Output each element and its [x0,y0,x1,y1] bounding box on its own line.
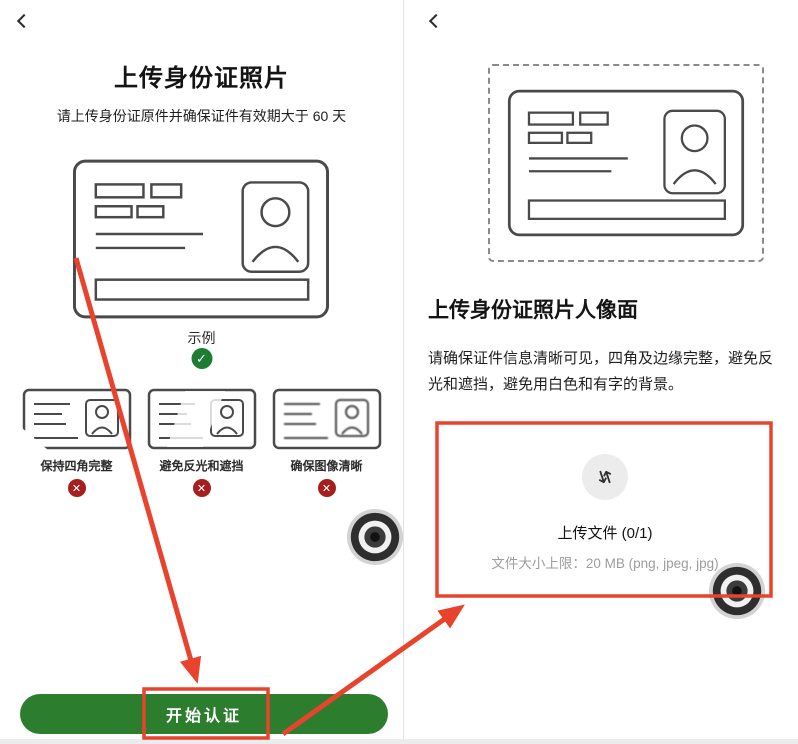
tip-label: 保持四角完整 [40,459,113,473]
error-icon: ✕ [192,479,211,497]
tip-keep-corners: 保持四角完整 ✕ [21,388,133,497]
bottom-edge-strip [0,739,798,744]
page-title: 上传身份证照片人像面 [428,299,638,322]
upload-intro-screen: 上传身份证照片 请上传身份证原件并确保证件有效期大于 60 天 示例 ✓ [0,12,404,734]
check-icon: ✓ [191,348,212,369]
upload-portrait-screen: 上传身份证照片人像面 请确保证件信息清晰可见，四角及边缘完整，避免反光和遮挡，避… [404,0,798,744]
chevron-left-icon [428,13,444,29]
tip-avoid-glare: 避免反光和遮挡 ✕ [146,388,258,497]
transfer-arrows-icon [598,470,612,484]
error-icon: ✕ [67,479,86,497]
id-card-example-illustration [72,159,330,319]
upload-size-hint: 文件大小上限：20 MB (png, jpeg, jpg) [491,556,719,571]
upload-file-label: 上传文件 (0/1) [557,525,653,542]
id-card-example-illustration [507,89,745,237]
tip-card-illustration [272,388,381,450]
page-subtitle: 请上传身份证原件并确保证件有效期大于 60 天 [56,108,347,124]
tips-row: 保持四角完整 ✕ 避免反光和遮挡 ✕ [0,388,403,497]
example-label: 示例 [187,330,216,346]
upload-icon-circle [582,454,628,500]
camera-lens-watermark-icon [346,508,404,566]
tip-card-illustration [147,388,256,450]
screen-divider [403,0,404,744]
camera-lens-watermark-icon [708,562,766,620]
tip-ensure-clarity: 确保图像清晰 ✕ [271,388,383,497]
chevron-left-icon [16,13,32,29]
start-verification-button[interactable]: 开始认证 [20,694,388,734]
back-button[interactable] [426,12,446,32]
tip-card-illustration [21,388,131,450]
error-icon: ✕ [317,479,336,497]
tip-label: 避免反光和遮挡 [159,459,244,473]
page-title: 上传身份证照片 [114,65,289,92]
dashed-capture-frame [488,64,764,262]
back-button[interactable] [14,12,34,32]
upload-instructions: 请确保证件信息清晰可见，四角及边缘完整，避免反光和遮挡，避免用白色和有字的背景。 [428,350,774,394]
tip-label: 确保图像清晰 [290,459,363,473]
